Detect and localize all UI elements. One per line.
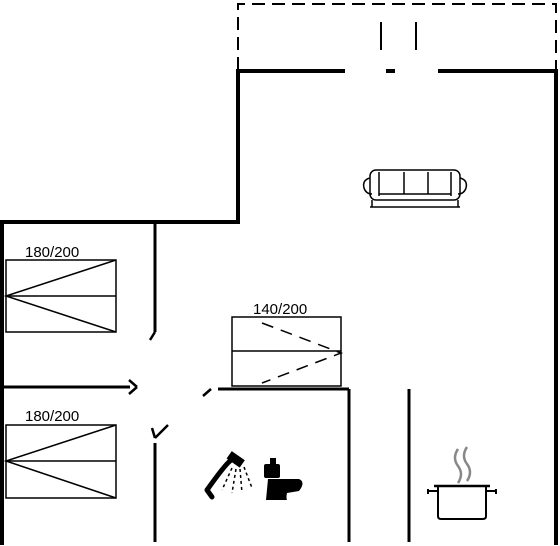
bed-bottom: 180/200	[3, 408, 117, 499]
bed-size-label-top: 180/200	[25, 244, 79, 261]
exterior-walls	[0, 69, 558, 545]
shower-icon	[204, 451, 253, 500]
toilet-icon	[264, 458, 303, 500]
bed-size-label-living: 140/200	[253, 301, 307, 318]
bed-size-label-bottom: 180/200	[25, 408, 79, 425]
cooking-pot-icon	[427, 446, 497, 520]
terrace-outline	[237, 3, 557, 70]
terrace-door-marks	[380, 22, 417, 50]
interior-walls	[3, 224, 411, 542]
bed-top: 180/200	[3, 244, 117, 333]
door-marks	[128, 331, 212, 439]
bed-living: 140/200	[231, 301, 344, 387]
sofa-icon	[362, 169, 468, 208]
